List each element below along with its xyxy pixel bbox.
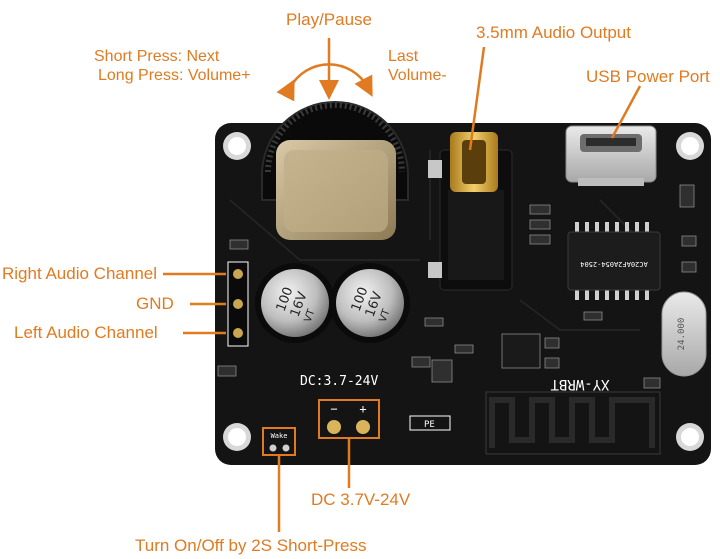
svg-text:Wake: Wake — [271, 432, 288, 440]
long-press-label: Long Press: Volume+ — [98, 67, 251, 84]
volume-minus-label: Volume- — [388, 67, 447, 84]
usb-port — [565, 125, 657, 186]
pe-box — [409, 415, 451, 431]
svg-text:+: + — [359, 402, 366, 416]
svg-text:VT: VT — [378, 307, 393, 324]
rotation-arrows — [276, 38, 373, 102]
play-pause-label: Play/Pause — [286, 10, 372, 29]
main-chip: AC20AF2A054-2504 — [567, 222, 661, 300]
left-channel-label: Left Audio Channel — [14, 323, 158, 342]
svg-text:−: − — [330, 402, 337, 416]
audio-pin-header — [227, 261, 249, 347]
dc-power-label: DC 3.7V-24V — [311, 490, 411, 509]
last-label: Last — [388, 48, 419, 65]
gnd-label: GND — [136, 294, 174, 313]
crystal-marking: 24.000 — [677, 318, 687, 351]
wake-label: Turn On/Off by 2S Short-Press — [135, 536, 367, 555]
callout-lines — [163, 46, 642, 532]
smd-components — [217, 184, 697, 389]
pe-silkscreen: PE — [424, 420, 435, 430]
svg-text:VT: VT — [303, 307, 318, 324]
crystal-oscillator: 24.000 — [661, 291, 707, 377]
model-silkscreen: XY-WRBT — [550, 376, 610, 392]
chip-marking: AC20AF2A054-2504 — [580, 260, 647, 268]
mounting-holes — [223, 132, 704, 451]
capacitor-right: 100 16V VT — [330, 263, 410, 343]
dc-silkscreen: DC:3.7-24V — [300, 374, 378, 389]
audio-jack — [428, 132, 513, 291]
capacitor-left: 100 16V VT — [255, 263, 335, 343]
right-channel-label: Right Audio Channel — [2, 264, 158, 283]
audio-output-label: 3.5mm Audio Output — [476, 23, 631, 42]
thumbwheel-knob[interactable] — [261, 101, 409, 240]
short-press-label: Short Press: Next — [94, 48, 220, 65]
usb-power-label: USB Power Port — [586, 67, 710, 86]
bluetooth-antenna — [489, 397, 655, 448]
